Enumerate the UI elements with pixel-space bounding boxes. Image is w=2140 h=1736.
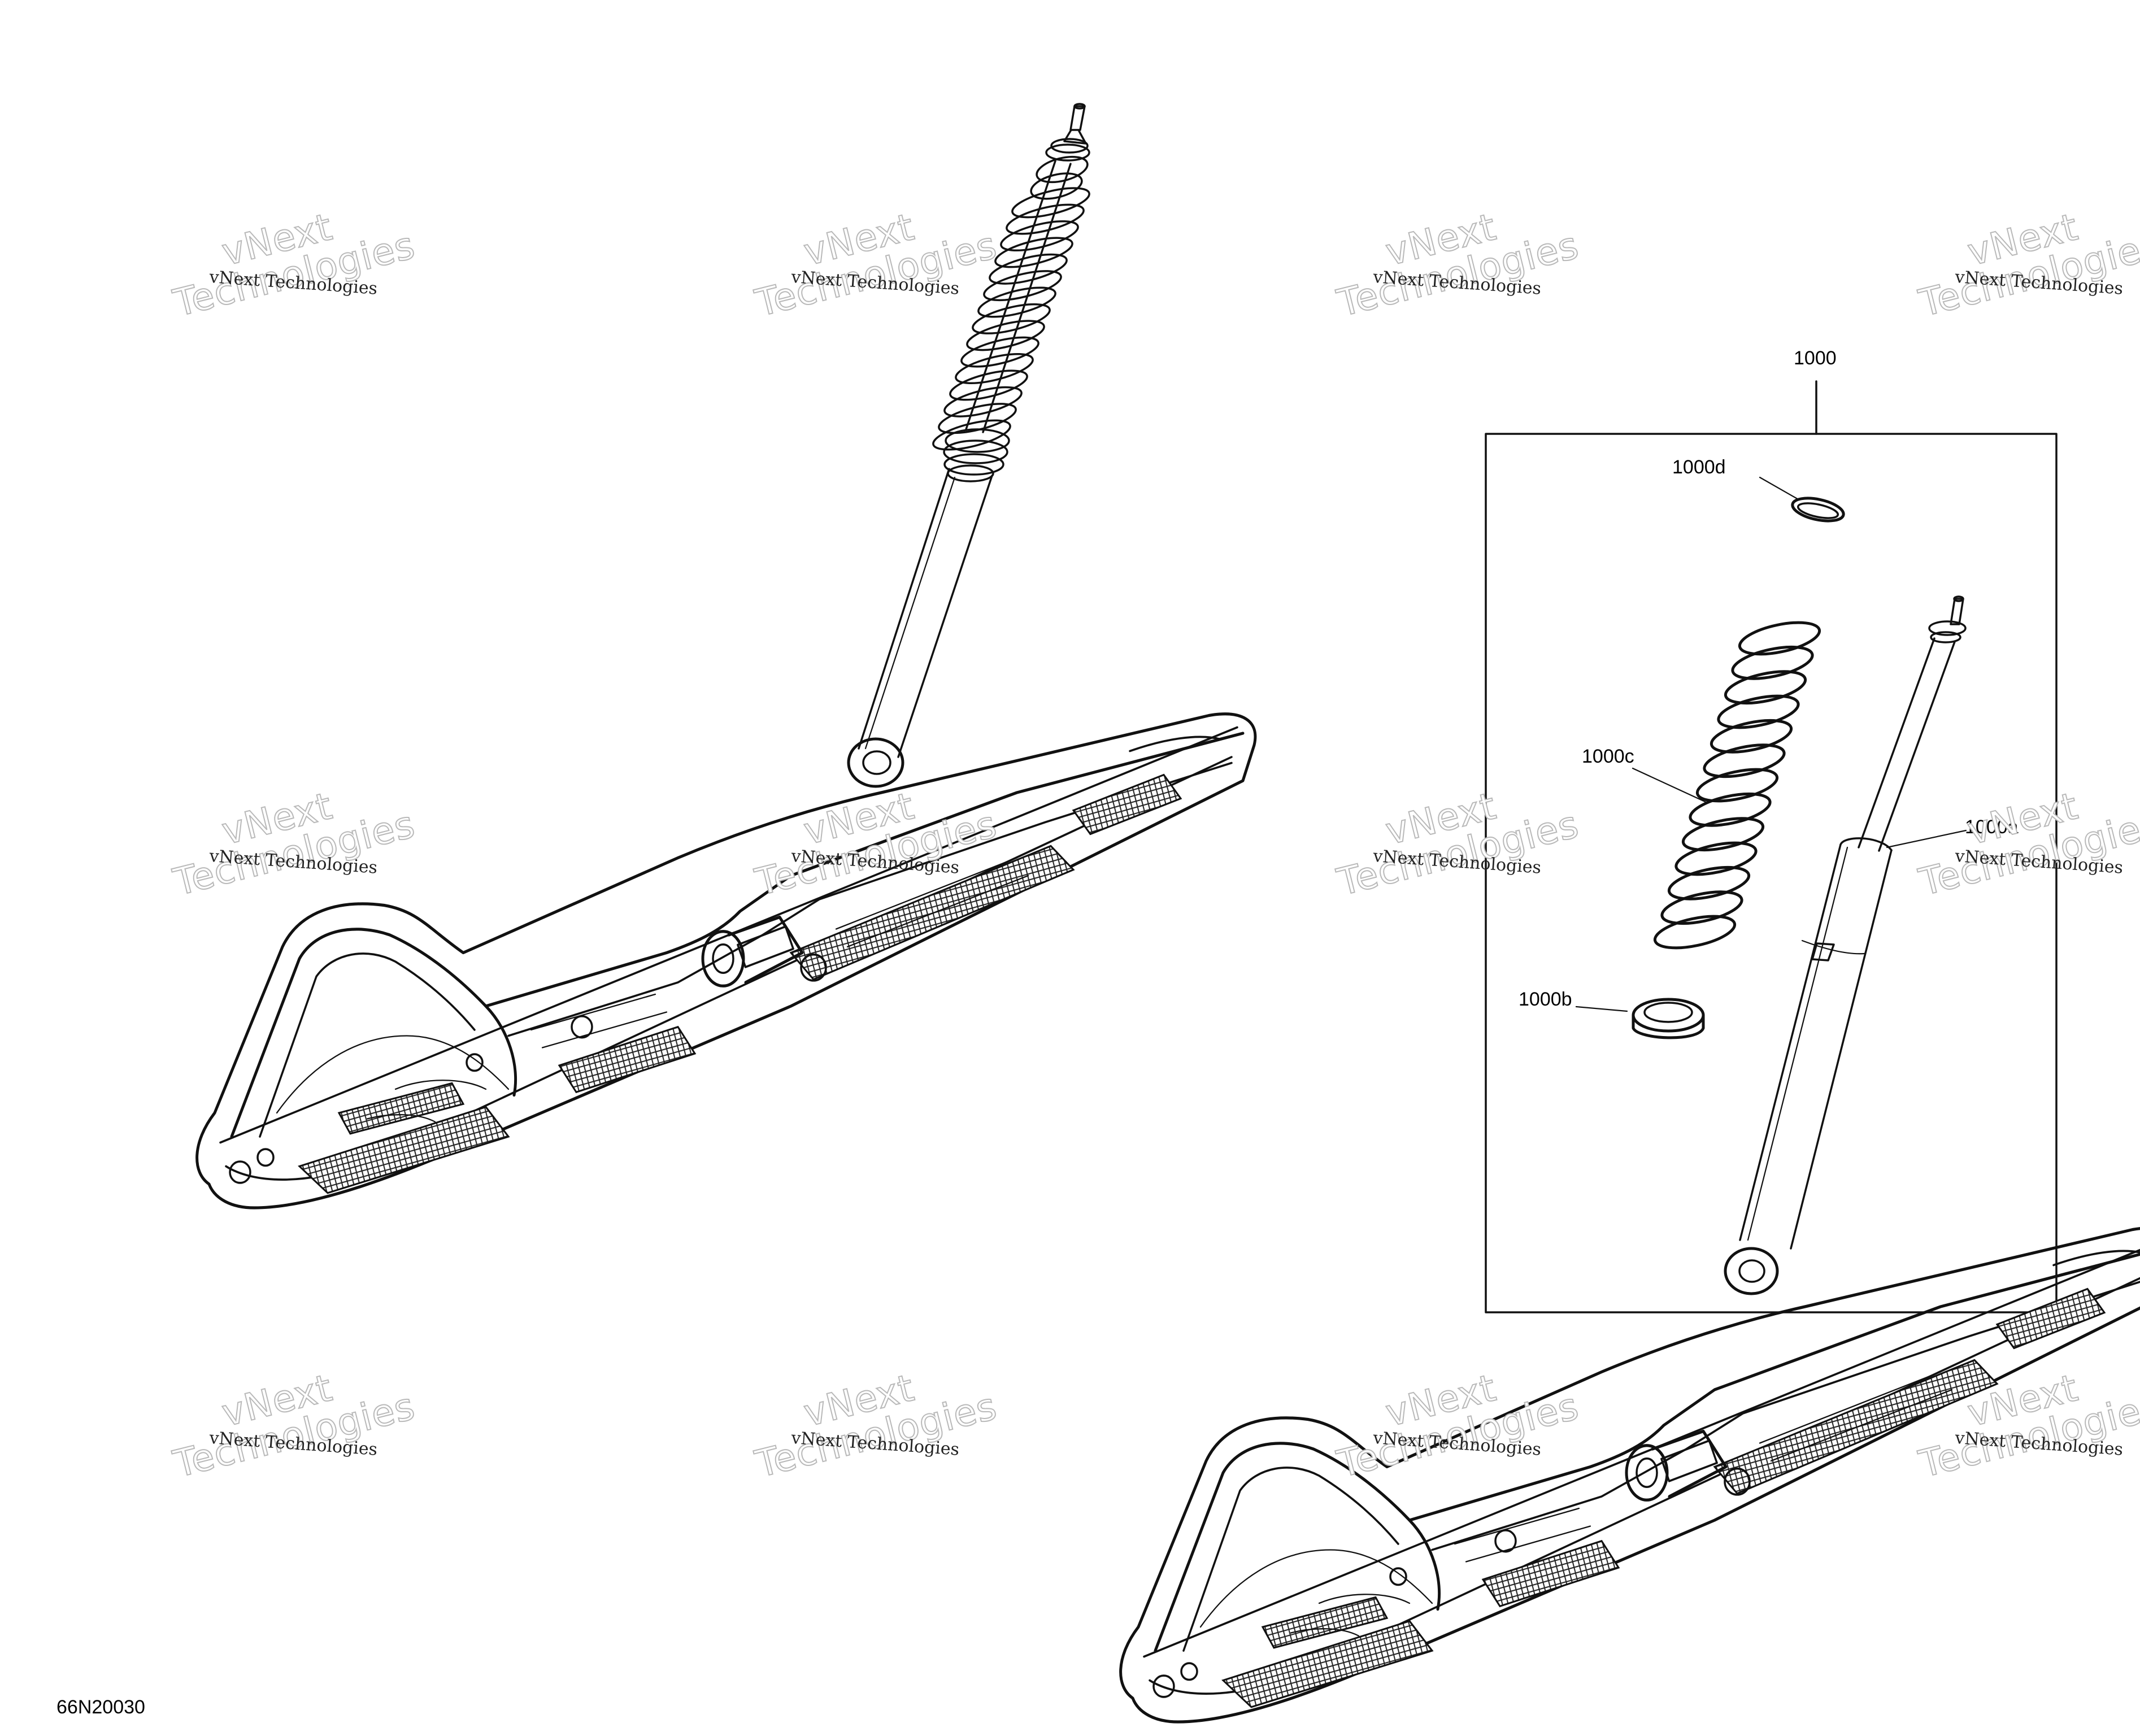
spring-coil xyxy=(1710,719,1793,754)
shock-absorber-assembly xyxy=(847,103,1090,788)
figure-code: 66N20030 xyxy=(56,1696,145,1718)
spring-coil xyxy=(1674,841,1758,876)
callout-1000a: 1000a xyxy=(1965,816,2019,838)
spring-coil xyxy=(977,286,1056,318)
spring-coil xyxy=(955,353,1034,385)
spring-coil xyxy=(972,303,1051,334)
spring-coil xyxy=(943,386,1023,417)
ski-left xyxy=(197,714,1255,1208)
spring-coil xyxy=(1681,817,1765,852)
assembled-coil-spring xyxy=(932,155,1090,451)
callout-1000: 1000 xyxy=(1794,347,1837,369)
spring-coil xyxy=(1689,792,1772,827)
spring-coil xyxy=(932,419,1011,451)
spring-coil xyxy=(983,270,1062,302)
ski-right xyxy=(1121,1228,2140,1722)
spring-coil xyxy=(1703,743,1786,778)
spring-coil xyxy=(1653,915,1737,950)
spring-coil xyxy=(1724,670,1807,705)
coil-spring: 1000c xyxy=(1582,621,1821,950)
spring-coil xyxy=(994,237,1073,268)
spring-coil xyxy=(1667,865,1751,900)
shock-absorber-body: 1000a xyxy=(1724,595,2019,1295)
spring-coil xyxy=(1738,621,1821,656)
spring-coil xyxy=(966,320,1045,351)
spring-coil xyxy=(960,336,1039,368)
spring-coil xyxy=(1717,694,1800,729)
spring-coil xyxy=(1731,645,1814,680)
spring-retaining-clip: 1000d xyxy=(1672,456,1845,523)
callout-1000b: 1000b xyxy=(1519,989,1572,1010)
spring-coil xyxy=(1695,768,1779,803)
spring-coil xyxy=(949,369,1028,401)
shock-rod xyxy=(965,160,1072,433)
spring-lower-seat: 1000b xyxy=(1519,989,1705,1039)
spring-coil xyxy=(1660,890,1743,925)
spring-coil xyxy=(1000,220,1079,252)
kit-1000-box: 1000 xyxy=(1485,347,2058,1313)
callout-1000c: 1000c xyxy=(1582,746,1634,767)
callout-1000d: 1000d xyxy=(1672,456,1726,478)
spring-coil xyxy=(989,253,1068,285)
